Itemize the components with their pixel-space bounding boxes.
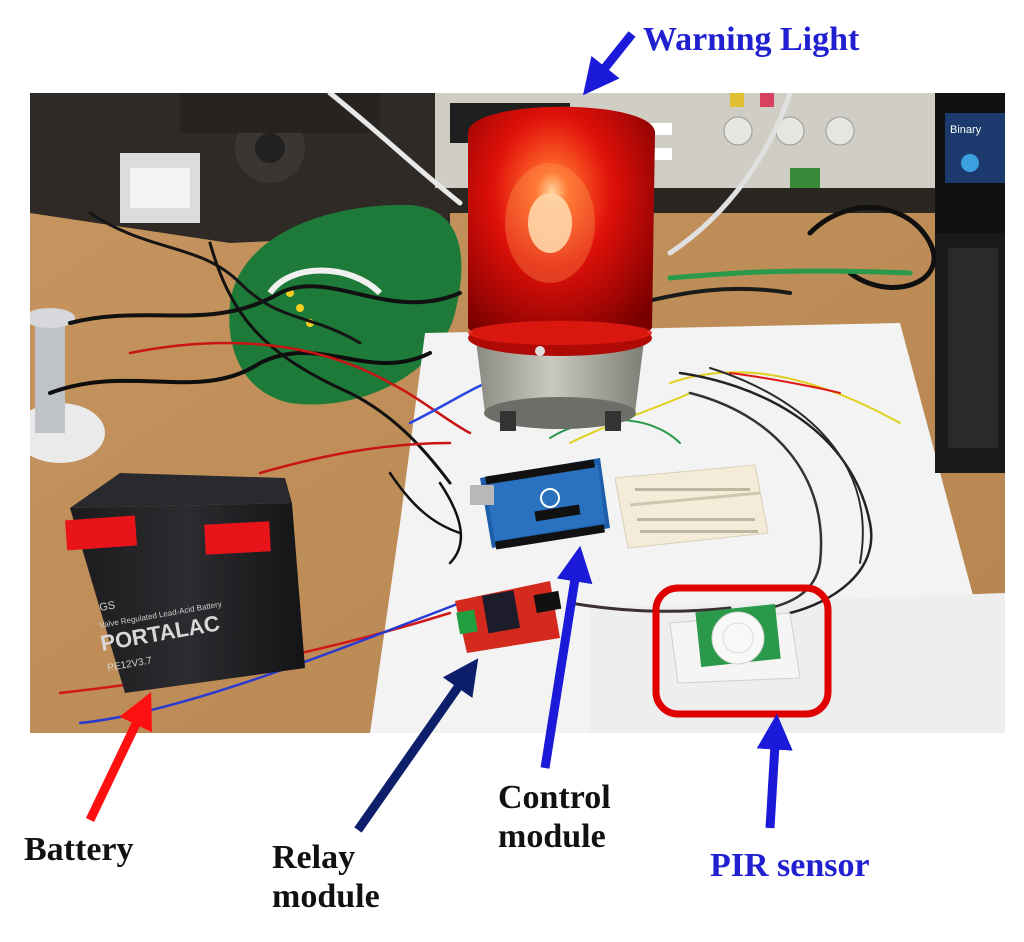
relay-label-line1: Relay <box>272 839 356 876</box>
battery-label: Battery <box>24 831 134 868</box>
battery-device: GS Valve Regulated Lead-Acid Battery POR… <box>65 473 305 693</box>
solder-spool <box>30 308 105 463</box>
warning-light-label: Warning Light <box>643 21 860 58</box>
control-label-line2: module <box>498 818 606 856</box>
prototype-photo: Binary <box>30 93 1005 733</box>
cable-tangle <box>48 93 937 725</box>
control-label-line1: Control <box>498 779 611 816</box>
arduino-board <box>470 458 610 550</box>
warning-light-arrow <box>583 31 636 96</box>
laptop: Binary <box>935 93 1005 473</box>
relay-label-line2: module <box>272 878 380 916</box>
photo: Binary <box>30 93 1005 733</box>
breadboard <box>614 464 769 549</box>
left-equipment <box>120 93 380 223</box>
laptop-text: Binary <box>950 124 982 136</box>
warning-light <box>468 106 655 431</box>
battery-maker-text: GS <box>98 599 116 614</box>
pir-sensor-label: PIR sensor <box>710 847 870 884</box>
control-module-label: Control module <box>498 778 611 856</box>
relay-module-label: Relay module <box>272 838 380 916</box>
pir-arrow <box>756 713 793 829</box>
